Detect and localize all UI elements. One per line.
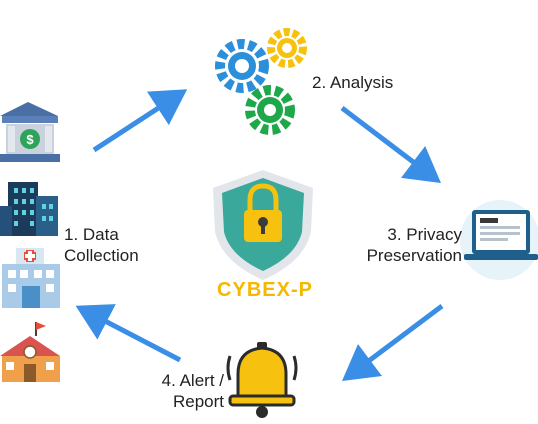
brand-name: CYBEX-P — [217, 279, 313, 301]
alert-label-line-1: 4. Alert / — [161, 371, 224, 390]
shield-lock-icon — [213, 170, 313, 280]
bank-icon: $ — [0, 102, 60, 162]
alert-label-line-2: Report — [172, 392, 224, 411]
privacy-label-line-1: 3. Privacy — [387, 225, 462, 244]
skyscraper-icon — [0, 182, 58, 236]
data-collection-label: 1. Data Collection — [64, 224, 139, 266]
analysis-label-line-1: 2. Analysis — [312, 73, 394, 92]
privacy-preservation-label: 3. Privacy Preservation — [350, 224, 462, 266]
arrow-privacy-to-alert — [342, 304, 444, 381]
arrow-analysis-to-privacy — [340, 106, 441, 184]
gears-icon — [215, 28, 307, 135]
school-icon — [0, 322, 60, 382]
analysis-label: 2. Analysis — [312, 72, 393, 93]
hospital-icon — [2, 248, 60, 308]
arrow-alert-to-collection — [75, 304, 182, 363]
svg-text:$: $ — [26, 132, 34, 147]
privacy-label-line-2: Preservation — [366, 246, 462, 265]
arrow-collection-to-analysis — [92, 89, 188, 153]
data-collection-label-line-2: Collection — [64, 246, 139, 265]
laptop-icon — [460, 200, 538, 280]
bell-icon — [226, 342, 298, 418]
alert-report-label: 4. Alert / Report — [140, 370, 224, 412]
data-collection-label-line-1: 1. Data — [64, 225, 119, 244]
